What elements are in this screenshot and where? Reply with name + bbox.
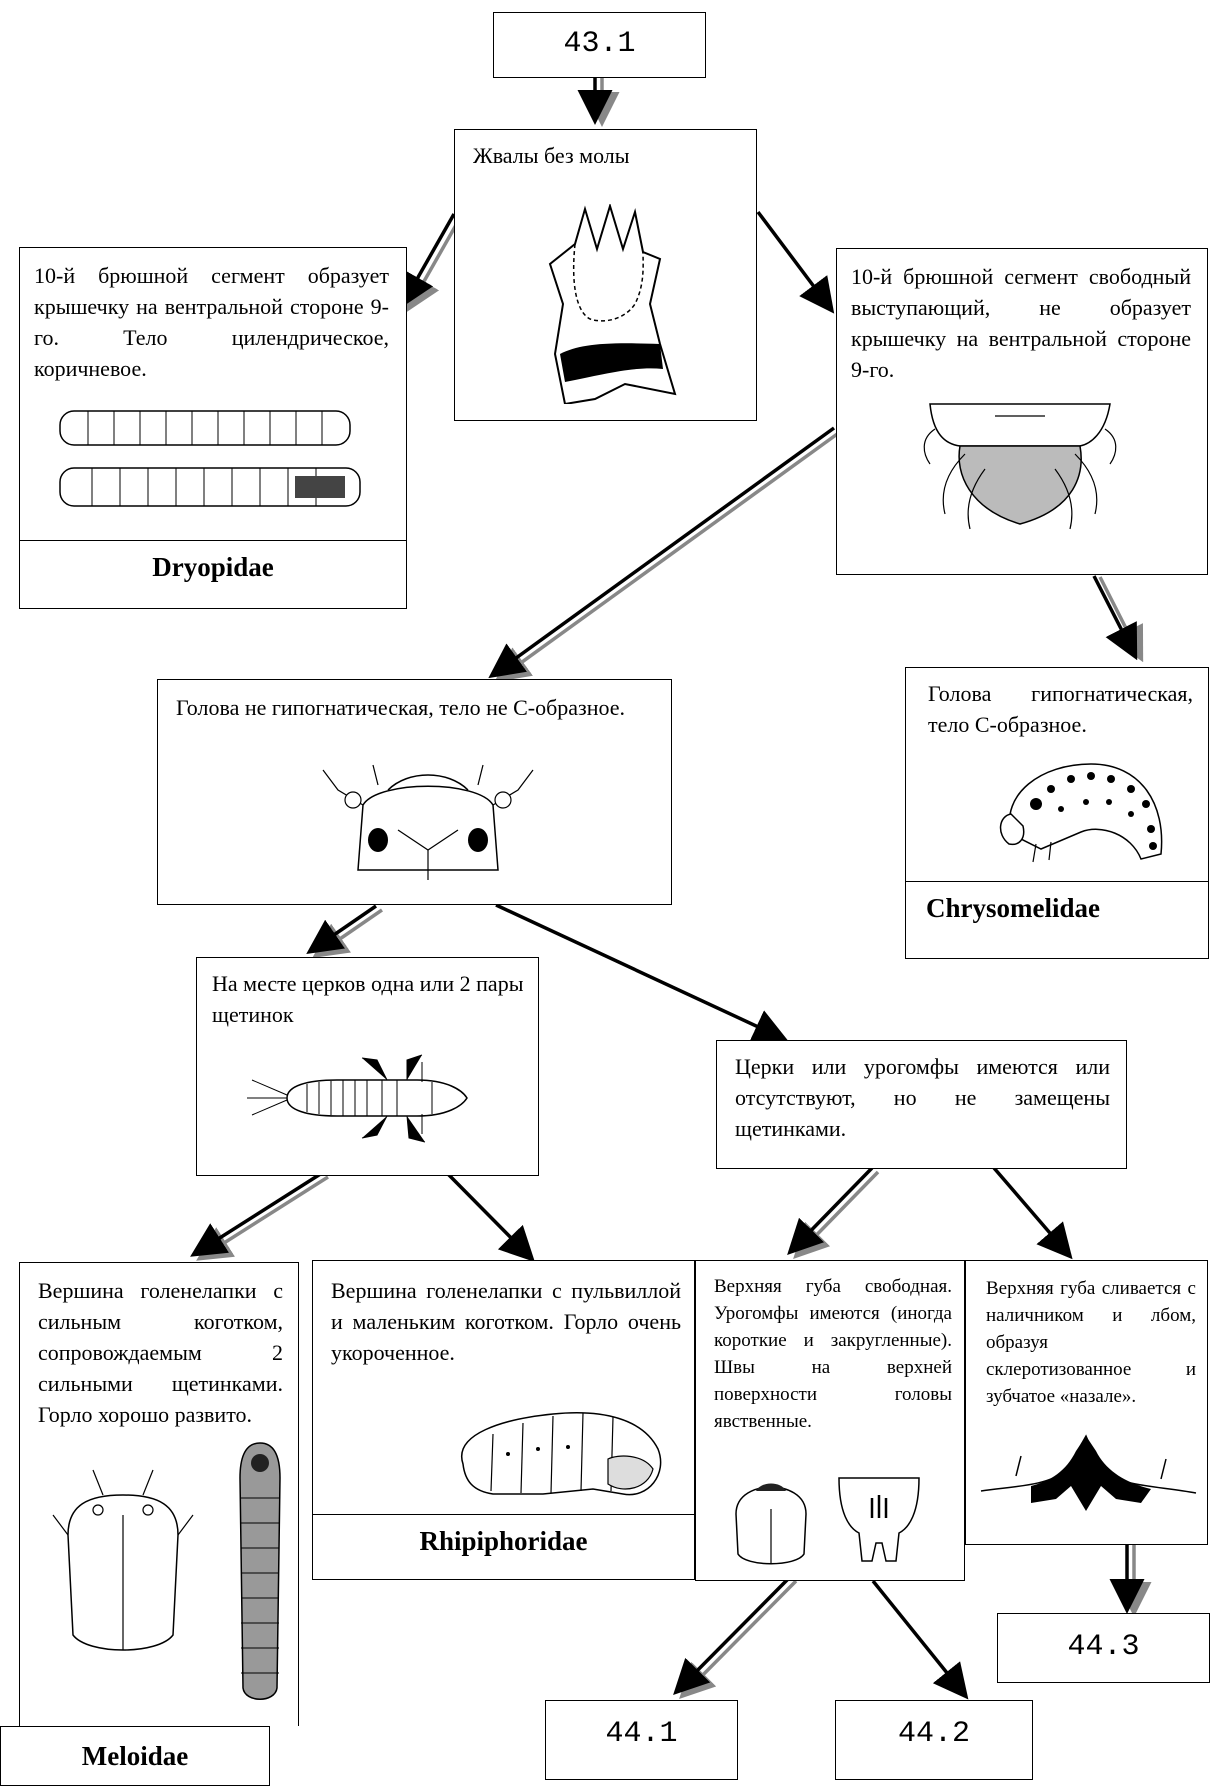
node-cerci-present: Церки или урогомфы имеются или отсутству…: [716, 1040, 1127, 1169]
arrow-cerci-to-meloidae: [196, 1175, 329, 1261]
nasale-illustration: [980, 1434, 1197, 1511]
code-43-1: 43.1: [493, 12, 706, 78]
node-labrum-fused: Верхняя губа сливается с наличником и лб…: [965, 1260, 1208, 1545]
node-head-not-hypo-text: Голова не гипогнатическая, тело не С-обр…: [176, 695, 626, 720]
code-44-2-label: 44.2: [897, 1717, 970, 1751]
node-chrysomelidae-text: Голова гипогнатическая, тело С-образное.: [928, 681, 1193, 737]
node-cerci-setae-text: На месте церков одна или 2 пары щетинок: [212, 971, 524, 1027]
head-dorsal-illustration: [735, 1483, 807, 1565]
code-44-2: 44.2: [835, 1700, 1033, 1780]
node-dryopidae: 10-й брюшной сегмент образует крышечку н…: [19, 247, 407, 609]
arrow-segment10-to-chrysomelidae: [1098, 576, 1144, 663]
family-dryopidae: Dryopidae: [152, 552, 274, 582]
chrysomelidae-separator: [906, 881, 1208, 882]
meloidae-head-illustration: [52, 1469, 194, 1651]
arrow-segment10-to-head: [494, 430, 842, 683]
arrow-mandible-to-dryopidae: [406, 217, 462, 313]
mandible-illustration: [548, 204, 677, 404]
node-cerci-setae: На месте церков одна или 2 пары щетинок: [196, 957, 539, 1176]
node-rhipiphoridae-text: Вершина голенелапки с пульвиллой и мален…: [331, 1278, 681, 1365]
code-43-1-label: 43.1: [563, 27, 636, 61]
node-labrum-fused-text: Верхняя губа сливается с наличником и лб…: [986, 1278, 1196, 1407]
node-labrum-free: Верхняя губа свободная. Урогомфы имеются…: [695, 1260, 965, 1581]
arrow-labrum-free-to-44-2: [871, 1579, 969, 1700]
node-cerci-present-text: Церки или урогомфы имеются или отсутству…: [735, 1054, 1110, 1141]
dryopidae-separator: [20, 540, 406, 541]
node-segment10-text: 10-й брюшной сегмент свободный выступающ…: [851, 264, 1191, 382]
arrow-cerci-to-rhipiphoridae: [444, 1170, 535, 1262]
rhipiphoridae-separator: [313, 1514, 694, 1515]
code-44-1: 44.1: [545, 1700, 738, 1780]
arrow-head-to-cerci-setae: [312, 908, 383, 958]
family-meloidae: Meloidae: [81, 1741, 189, 1771]
node-rhipiphoridae: Вершина голенелапки с пульвиллой и мален…: [312, 1260, 695, 1580]
family-rhipiphoridae: Rhipiphoridae: [419, 1526, 588, 1556]
node-chrysomelidae: Голова гипогнатическая, тело С-образное.…: [905, 667, 1209, 959]
arrow-cerci-to-labrum-free: [793, 1170, 880, 1260]
node-meloidae: Вершина голенелапки с сильным коготком, …: [19, 1262, 299, 1726]
node-mandible-text: Жвалы без молы: [473, 143, 630, 168]
node-labrum-free-text: Верхняя губа свободная. Урогомфы имеются…: [714, 1276, 952, 1432]
abdomen-tip-illustration: [923, 403, 1117, 530]
dryopidae-larva-illustration: [59, 410, 361, 507]
code-44-3-label: 44.3: [1067, 1630, 1140, 1664]
code-44-1-label: 44.1: [605, 1717, 678, 1751]
arrow-mandible-to-segment10: [756, 210, 835, 314]
node-dryopidae-text: 10-й брюшной сегмент образует крышечку н…: [34, 263, 389, 381]
urogomphi-illustration: [838, 1477, 920, 1562]
code-44-3: 44.3: [997, 1613, 1210, 1683]
node-meloidae-text: Вершина голенелапки с сильным коготком, …: [38, 1278, 283, 1427]
node-head-not-hypo: Голова не гипогнатическая, тело не С-обр…: [157, 679, 672, 905]
rhipiphoridae-larva-illustration: [460, 1412, 662, 1496]
larva-head-illustration: [322, 764, 534, 880]
node-mandible: Жвалы без молы: [454, 129, 757, 421]
family-chrysomelidae: Chrysomelidae: [926, 893, 1100, 923]
meloidae-family-box: Meloidae: [0, 1726, 270, 1786]
chrysomelidae-larva-illustration: [999, 763, 1163, 863]
arrow-labrum-free-to-44-1: [679, 1579, 798, 1699]
meloidae-larva-illustration: [239, 1442, 281, 1700]
node-segment10: 10-й брюшной сегмент свободный выступающ…: [836, 248, 1208, 575]
arrow-cerci-to-labrum-fused: [992, 1166, 1073, 1260]
campodeiform-larva-illustration: [247, 1054, 468, 1143]
